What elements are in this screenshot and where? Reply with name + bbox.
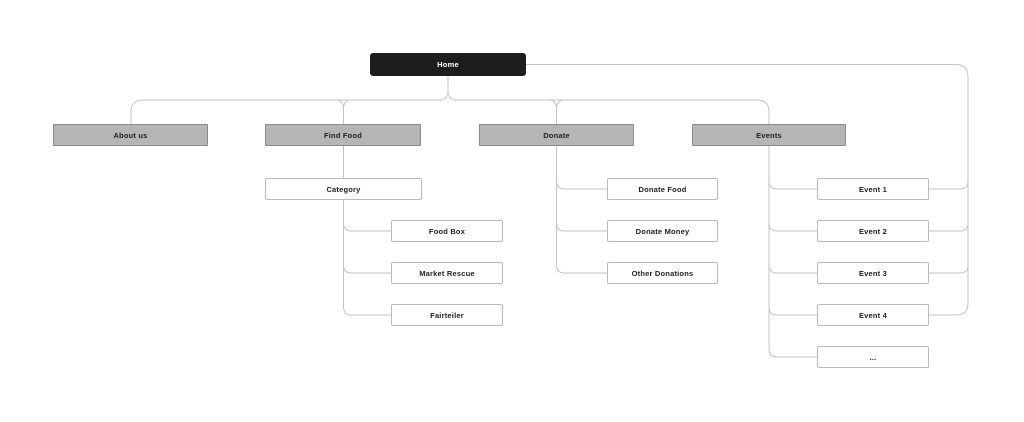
node-home[interactable]: Home [370,53,526,76]
node-donate[interactable]: Donate [479,124,634,146]
node-event-3-label: Event 3 [858,268,888,278]
node-fairteiler-label: Fairteiler [430,310,464,320]
node-event-4-label: Event 4 [858,310,888,320]
connector-bus-findfood-left [335,99,344,124]
node-event-1[interactable]: Event 1 [817,178,929,200]
node-donate-food-label: Donate Food [638,184,687,194]
connector-events-event4 [768,306,817,316]
connector-donate-stem [556,146,607,274]
node-event-4[interactable]: Event 4 [817,304,929,326]
connector-donate-food [556,180,607,190]
node-events[interactable]: Events [692,124,846,146]
connector-donate-money [556,222,607,232]
node-events-label: Events [756,130,782,140]
node-food-box-label: Food Box [428,226,466,236]
node-fairteiler[interactable]: Fairteiler [391,304,503,326]
node-donate-food[interactable]: Donate Food [607,178,718,200]
connector-bus-donate-left [548,99,557,124]
node-category[interactable]: Category [265,178,422,200]
node-food-box[interactable]: Food Box [391,220,503,242]
node-about-us-label: About us [113,130,148,140]
connector-loop-event2 [929,222,969,232]
connector-home-to-about [130,76,449,124]
node-about-us[interactable]: About us [53,124,208,146]
node-event-2-label: Event 2 [858,226,888,236]
node-more-events-label: ... [869,352,877,362]
connector-loop-event3 [929,264,969,274]
node-find-food[interactable]: Find Food [265,124,421,146]
node-find-food-label: Find Food [323,130,363,140]
connector-bus-findfood-right [343,99,352,110]
node-event-3[interactable]: Event 3 [817,262,929,284]
node-home-label: Home [437,60,459,69]
node-donate-label: Donate [543,130,570,140]
connector-home-right-loop [526,64,969,316]
node-event-1-label: Event 1 [858,184,888,194]
connector-events-event3 [768,264,817,274]
connector-loop-event1 [929,180,969,190]
node-market-rescue-label: Market Rescue [419,268,475,278]
node-market-rescue[interactable]: Market Rescue [391,262,503,284]
connector-category-marketrescue [343,264,391,274]
node-category-label: Category [326,184,361,194]
connector-events-event2 [768,222,817,232]
node-event-2[interactable]: Event 2 [817,220,929,242]
node-donate-money-label: Donate Money [635,226,690,236]
node-donate-money[interactable]: Donate Money [607,220,718,242]
connector-category-foodbox [343,222,391,232]
connector-bus-donate-right [556,99,565,110]
connector-events-event1 [768,180,817,190]
node-more-events[interactable]: ... [817,346,929,368]
connector-events-stem [768,146,817,358]
node-other-donations-label: Other Donations [631,268,694,278]
node-other-donations[interactable]: Other Donations [607,262,718,284]
connector-home-to-events [447,90,770,124]
connector-category-stem [343,200,391,316]
